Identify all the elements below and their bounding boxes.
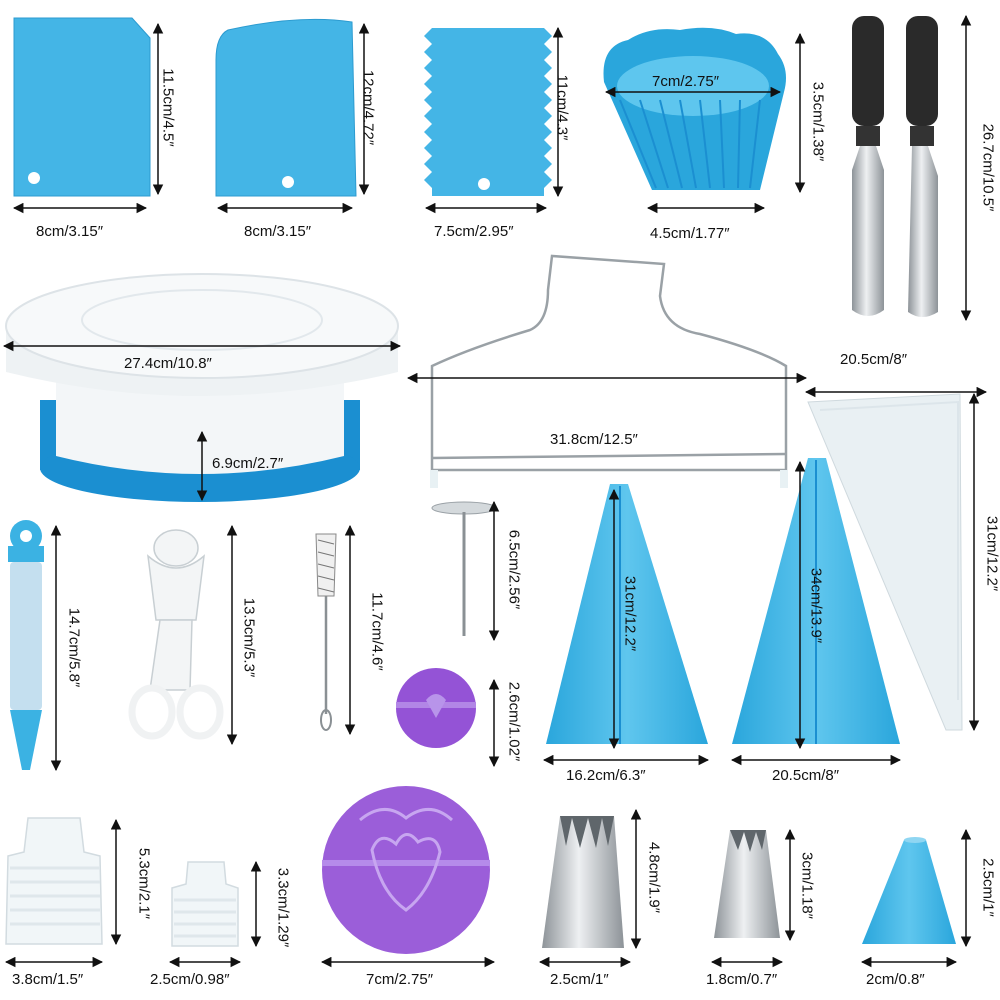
leveler-foot-icon	[780, 470, 788, 488]
stencil-disc-width-label: 7cm/2.75″	[366, 971, 434, 988]
flower-scissors-height-label: 13.5cm/5.3″	[240, 597, 258, 678]
scraper-round-height-label: 12cm/4.72″	[359, 69, 377, 146]
turntable-diameter-label: 27.4cm/10.8″	[124, 355, 212, 372]
blue-tip-cap-icon	[862, 837, 956, 944]
brush-height-label: 11.7cm/4.6″	[368, 592, 386, 671]
cupcake-mold-top-width-label: 7cm/2.75″	[652, 73, 720, 90]
large-piping-tip-icon	[542, 816, 624, 948]
bag-large-height-label: 34cm/13.9″	[807, 567, 825, 644]
bag-small-width-label: 16.2cm/6.3″	[566, 767, 646, 784]
flower-nail-height-label: 6.5cm/2.56″	[505, 529, 523, 610]
scraper-serrated-height-label: 11cm/4.3″	[553, 74, 571, 141]
offset-spatula-icon	[852, 16, 938, 317]
bag-small-height-label: 31cm/12.2″	[621, 575, 639, 652]
flower-lifter-icon	[128, 529, 224, 740]
scraper-round-width-label: 8cm/3.15″	[244, 223, 312, 240]
tip-small-width-label: 1.8cm/0.7″	[706, 971, 778, 988]
leveler-foot-icon	[430, 470, 438, 488]
cleaning-brush-icon	[315, 533, 337, 731]
tip-small-height-label: 3cm/1.18″	[798, 851, 816, 919]
rounded-scraper-icon	[215, 18, 357, 197]
flower-nail-icon	[431, 501, 497, 636]
tip-large-height-label: 4.8cm/1.9″	[645, 841, 663, 914]
blue-cap-width-label: 2cm/0.8″	[866, 971, 925, 988]
bag-large-width-label: 20.5cm/8″	[772, 767, 840, 784]
silicone-cup-icon	[603, 27, 786, 190]
coupler-small-width-label: 2.5cm/0.98″	[150, 971, 230, 988]
coupler-small-height-label: 3.3cm/1.29″	[274, 867, 292, 948]
small-piping-tip-icon	[714, 830, 780, 938]
disposable-bag-width-label: 20.5cm/8″	[840, 351, 908, 368]
purple-coupler-icon	[396, 668, 476, 748]
disposable-bag-height-label: 31cm/12.2″	[983, 515, 1000, 592]
scraper-straight-width-label: 8cm/3.15″	[36, 223, 104, 240]
piping-bag-icon	[732, 458, 900, 744]
small-coupler-icon	[171, 861, 239, 947]
piping-bag-icon	[546, 484, 708, 744]
turntable-height-label: 6.9cm/2.7″	[212, 455, 284, 472]
cupcake-mold-height-label: 3.5cm/1.38″	[809, 81, 827, 162]
cupcake-mold-bottom-width-label: 4.5cm/1.77″	[650, 225, 730, 242]
cake-leveler-icon	[430, 254, 788, 472]
tip-large-width-label: 2.5cm/1″	[550, 971, 609, 988]
coupler-large-width-label: 3.8cm/1.5″	[12, 971, 84, 988]
straight-scraper-icon	[13, 17, 151, 197]
blue-cap-height-label: 2.5cm/1″	[979, 858, 997, 917]
scraper-straight-height-label: 11.5cm/4.5″	[159, 68, 177, 147]
scraper-serrated-width-label: 7.5cm/2.95″	[434, 223, 514, 240]
small-coupler-height-label: 2.6cm/1.02″	[505, 681, 523, 762]
spatula-height-label: 26.7cm/10.5″	[979, 123, 997, 212]
purple-stencil-disc-icon	[322, 786, 490, 954]
decorating-pen-icon	[8, 520, 44, 770]
deco-pen-height-label: 14.7cm/5.8″	[65, 607, 83, 688]
coupler-large-height-label: 5.3cm/2.1″	[135, 847, 153, 920]
serrated-comb-icon	[424, 28, 552, 196]
leveler-width-label: 31.8cm/12.5″	[550, 431, 638, 448]
large-coupler-icon	[5, 817, 103, 945]
